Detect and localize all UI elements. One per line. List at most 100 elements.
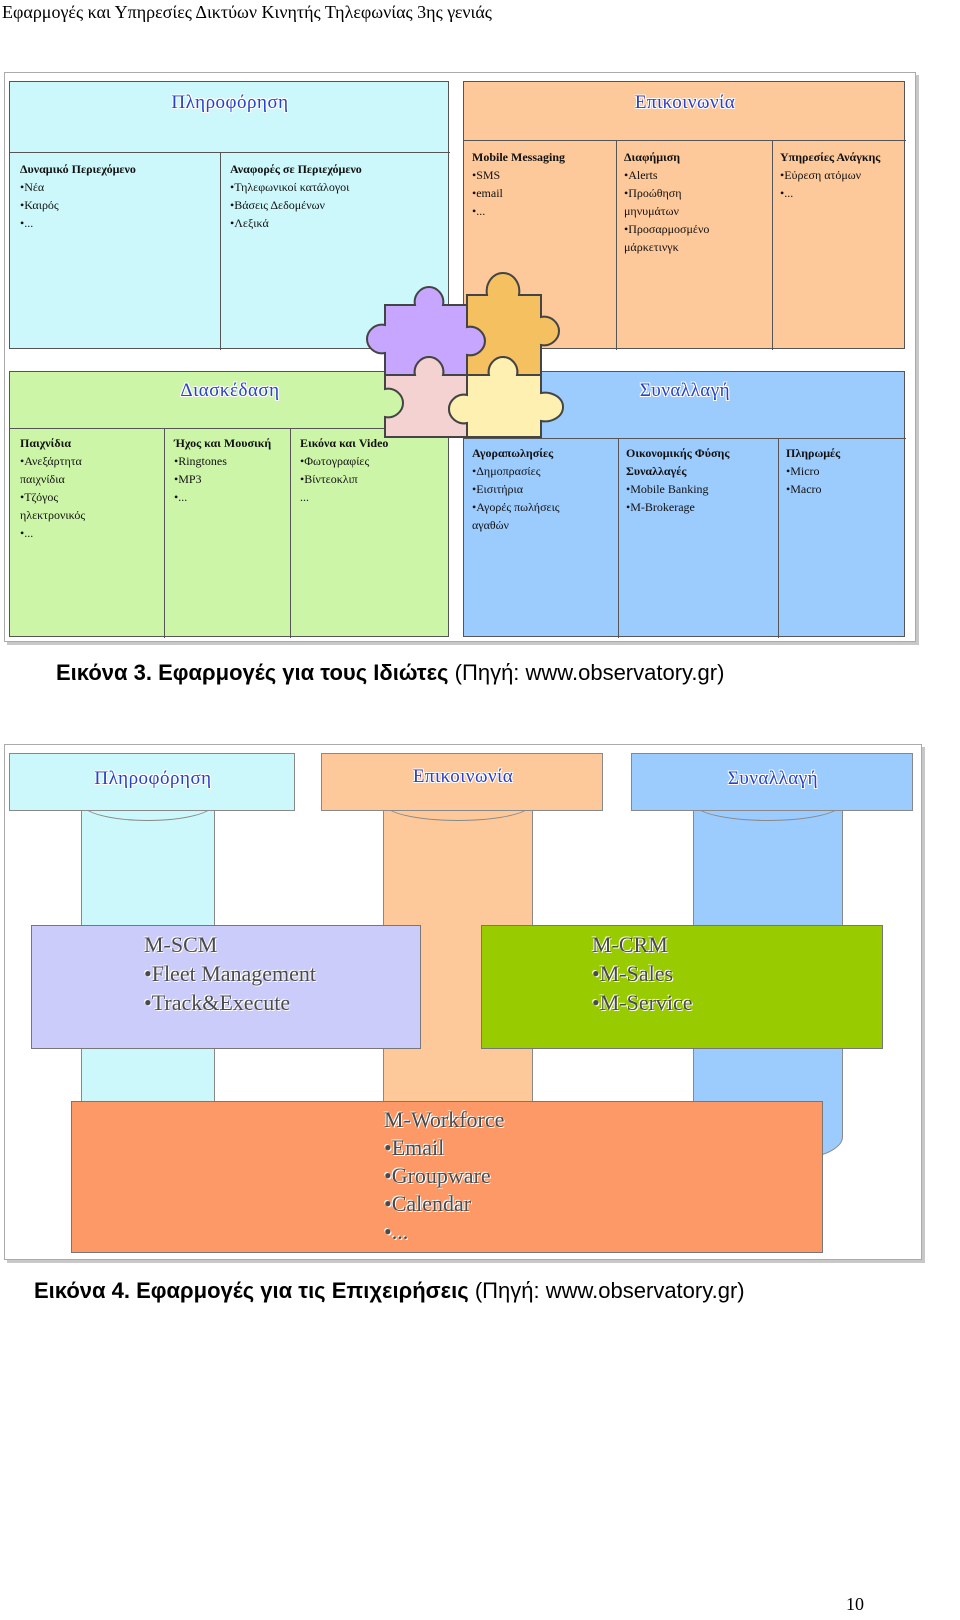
list-item: •email [472,186,503,200]
divider [290,428,291,638]
figure-3: Πληροφόρηση Δυναμικό Περιεχόμενο •Νέα •Κ… [4,72,916,642]
quadrant-entertainment-title: Διασκέδαση [180,380,280,401]
list-item: •Groupware [384,1163,491,1188]
list-item: •... [20,526,34,540]
quadrant-communication-title: Επικοινωνία [634,92,736,113]
m-scm-text: M-SCM •Fleet Management •Track&Execute [144,930,414,1017]
info-col-1: Δυναμικό Περιεχόμενο •Νέα •Καιρός •... [20,160,215,232]
info-col-2: Αναφορές σε Περιεχόμενο •Τηλεφωνικοί κατ… [230,160,445,232]
caption-title: Εφαρμογές για τους Ιδιώτες [158,660,449,685]
divider [464,438,906,439]
pillar-comm-header: Επικοινωνία [321,753,603,811]
pillar-trans-header: Συναλλαγή [631,753,913,811]
figure-4-caption: Εικόνα 4. Εφαρμογές για τις Επιχειρήσεις… [34,1278,745,1304]
list-item: •Calendar [384,1191,472,1216]
list-item: •Τζόγος [20,490,59,504]
list-item: •Track&Execute [144,990,291,1015]
list-item: •Alerts [624,168,658,182]
list-item: ηλεκτρονικός [20,508,86,522]
caption-label: Εικόνα 4. [34,1278,130,1303]
list-item: •M-Service [592,990,693,1015]
page-header: Εφαρμογές και Υπηρεσίες Δικτύων Κινητής … [2,2,492,22]
quadrant-entertainment: Διασκέδαση Παιχνίδια •Ανεξάρτητα παιχνίδ… [9,371,450,638]
pillar-comm-title: Επικοινωνία [412,766,514,787]
trans-col-3: Πληρωμές •Micro •Macro [786,444,902,498]
trans-col-2-heading: Οικονομικής Φύσης Συναλλαγές [626,446,730,478]
caption-title: Εφαρμογές για τις Επιχειρήσεις [136,1278,469,1303]
ent-col-3-heading: Εικόνα και Video [300,436,389,450]
list-item: •Λεξικά [230,216,269,230]
list-item: •... [384,1219,409,1244]
list-item: •Micro [786,464,820,478]
quadrant-transaction-title: Συναλλαγή [639,380,731,401]
list-item: •... [20,216,34,230]
divider [220,152,221,350]
divider [778,438,779,638]
list-item: •Εύρεση ατόμων [780,168,862,182]
caption-label: Εικόνα 3. [56,660,152,685]
list-item: •Φωτογραφίες [300,454,370,468]
divider [164,428,165,638]
divider [10,428,450,429]
quadrant-communication: Επικοινωνία Mobile Messaging •SMS •email… [463,81,906,350]
divider [10,152,450,153]
list-item: μάρκετινγκ [624,240,679,254]
comm-col-2: Διαφήμιση •Alerts •Προώθηση μηνυμάτων •Π… [624,148,769,256]
puzzle-piece-orange [466,271,561,376]
ent-col-1-heading: Παιχνίδια [20,436,72,450]
m-scm-title: M-SCM [144,932,218,957]
list-item: •Βίντεοκλιπ [300,472,358,486]
pillar-trans-title: Συναλλαγή [727,768,819,789]
divider [464,140,906,141]
puzzle-piece-yellow [447,355,565,438]
list-item: •Δημοπρασίες [472,464,541,478]
ent-col-3: Εικόνα και Video •Φωτογραφίες •Βίντεοκλι… [300,434,446,506]
caption-source: (Πηγή: www.observatory.gr) [454,660,725,685]
list-item: •Βάσεις Δεδομένων [230,198,325,212]
list-item: •Fleet Management [144,961,317,986]
list-item: •Ringtones [174,454,227,468]
ent-col-1: Παιχνίδια •Ανεξάρτητα παιχνίδια •Τζόγος … [20,434,160,542]
ent-col-2: Ήχος και Μουσική •Ringtones •MP3 •... [174,434,286,506]
comm-col-3-heading: Υπηρεσίες Ανάγκης [780,150,881,164]
list-item: •Τηλεφωνικοί κατάλογοι [230,180,350,194]
list-item: •SMS [472,168,501,182]
divider [618,438,619,638]
caption-source: (Πηγή: www.observatory.gr) [474,1278,745,1303]
pillar-info-header: Πληροφόρηση [9,753,295,811]
list-item: ... [300,490,309,504]
info-col-2-heading: Αναφορές σε Περιεχόμενο [230,162,362,176]
list-item: •M-Sales [592,961,674,986]
comm-col-1-heading: Mobile Messaging [472,150,565,164]
m-workforce-text: M-Workforce •Email •Groupware •Calendar … [384,1106,684,1246]
divider [772,140,773,350]
m-workforce-box: M-Workforce •Email •Groupware •Calendar … [71,1101,823,1253]
trans-col-1: Αγοραπωλησίες •Δημοπρασίες •Εισιτήρια •Α… [472,444,614,534]
list-item: •Email [384,1135,445,1160]
m-crm-box: M-CRM •M-Sales •M-Service [481,925,883,1049]
list-item: •M-Brokerage [626,500,695,514]
list-item: •Εισιτήρια [472,482,524,496]
trans-col-2: Οικονομικής Φύσης Συναλλαγές •Mobile Ban… [626,444,774,516]
list-item: •Mobile Banking [626,482,709,496]
trans-col-1-heading: Αγοραπωλησίες [472,446,554,460]
ent-col-2-heading: Ήχος και Μουσική [174,436,272,450]
trans-col-3-heading: Πληρωμές [786,446,841,460]
figure-3-caption: Εικόνα 3. Εφαρμογές για τους Ιδιώτες (Πη… [56,660,724,686]
list-item: •... [780,186,794,200]
quadrant-info: Πληροφόρηση Δυναμικό Περιεχόμενο •Νέα •Κ… [9,81,450,350]
info-col-1-heading: Δυναμικό Περιεχόμενο [20,162,136,176]
pillar-info-title: Πληροφόρηση [94,768,212,789]
list-item: •Καιρός [20,198,59,212]
quadrant-info-title: Πληροφόρηση [171,92,289,113]
m-workforce-title: M-Workforce [384,1107,505,1132]
list-item: •Macro [786,482,822,496]
list-item: •Αγορές πωλήσεις [472,500,560,514]
m-crm-title: M-CRM [592,932,668,957]
list-item: •... [174,490,188,504]
m-scm-box: M-SCM •Fleet Management •Track&Execute [31,925,421,1049]
comm-col-1: Mobile Messaging •SMS •email •... [472,148,612,220]
list-item: αγαθών [472,518,509,532]
list-item: παιχνίδια [20,472,65,486]
list-item: μηνυμάτων [624,204,679,218]
